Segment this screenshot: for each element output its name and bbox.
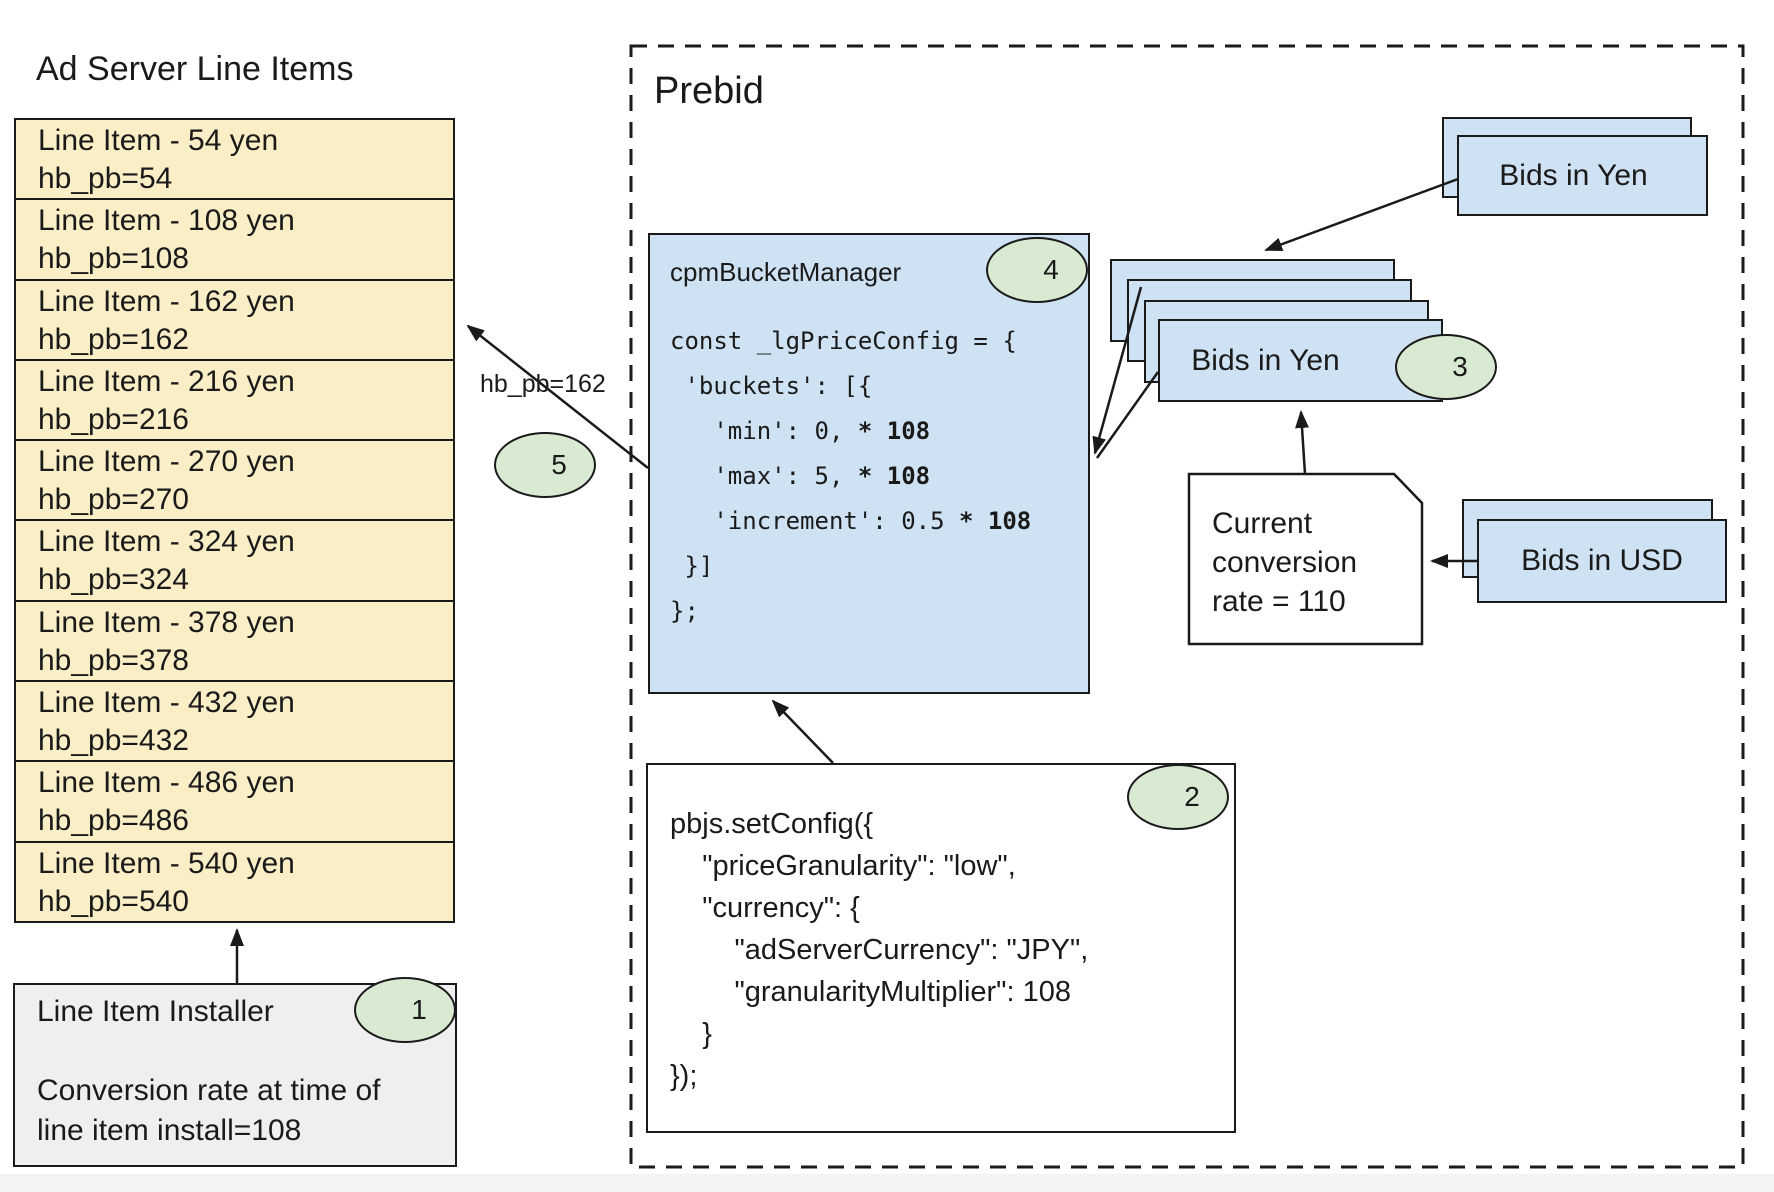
line-item-name: Line Item - 162 yen	[38, 284, 295, 318]
cpm-bucket-manager-box: cpmBucketManager const _lgPriceConfig = …	[648, 233, 1090, 694]
line-item-row: Line Item - 486 yen hb_pb=486	[16, 762, 453, 843]
arrow-incoming-to-stack	[1264, 177, 1459, 252]
bucket-manager-code: const _lgPriceConfig = { 'buckets': [{ '…	[670, 319, 1031, 634]
installer-title: Line Item Installer	[37, 995, 274, 1028]
conversion-note-line: conversion	[1212, 546, 1358, 579]
line-item-row: Line Item - 324 yen hb_pb=324	[16, 521, 453, 602]
bucket-code-line: const _lgPriceConfig = {	[670, 327, 1017, 355]
installer-note-line: Conversion rate at time of	[37, 1074, 381, 1107]
line-item-row: Line Item - 270 yen hb_pb=270	[16, 441, 453, 522]
bucket-code-line: };	[670, 597, 699, 625]
line-item-row: Line Item - 540 yen hb_pb=540	[16, 843, 453, 921]
set-config-code: pbjs.setConfig({ "priceGranularity": "lo…	[670, 803, 1088, 1097]
line-item-hb-pb: hb_pb=54	[38, 162, 173, 195]
incoming-bids-card-front: Bids in Yen	[1457, 135, 1708, 216]
step-badge-1: 1	[354, 977, 456, 1043]
line-item-name: Line Item - 216 yen	[38, 364, 295, 398]
arrow-stack-to-bucket-2	[1095, 371, 1160, 459]
line-item-name: Line Item - 540 yen	[38, 846, 295, 880]
line-item-name: Line Item - 378 yen	[38, 605, 295, 639]
cpm-bucket-manager-label: cpmBucketManager	[670, 257, 902, 287]
arrow-setconfig-to-bucket	[771, 699, 834, 764]
incoming-bids-label: Bids in Yen	[1499, 158, 1648, 192]
conversion-note-line: Current	[1212, 507, 1313, 540]
line-item-row: Line Item - 162 yen hb_pb=162	[16, 281, 453, 361]
prebid-title: Prebid	[654, 70, 764, 112]
line-item-hb-pb: hb_pb=108	[38, 242, 189, 276]
step-badge-4-number: 4	[1043, 254, 1059, 285]
bucket-code-line: }]	[670, 552, 714, 580]
line-item-name: Line Item - 270 yen	[38, 445, 295, 479]
page-bottom-strip	[0, 1174, 1774, 1192]
line-item-name: Line Item - 54 yen	[38, 124, 279, 157]
line-item-name: Line Item - 324 yen	[38, 525, 295, 559]
line-item-row: Line Item - 378 yen hb_pb=378	[16, 602, 453, 683]
line-item-hb-pb: hb_pb=378	[38, 643, 189, 677]
set-config-line: "currency": {	[670, 892, 860, 924]
set-config-line: "granularityMultiplier": 108	[670, 976, 1071, 1008]
line-item-name: Line Item - 486 yen	[38, 766, 295, 800]
step-badge-5: 5	[494, 432, 596, 498]
step-badge-3: 3	[1395, 334, 1497, 400]
set-config-line: });	[670, 1060, 698, 1092]
bucket-code-line: 'buckets': [{	[670, 372, 873, 400]
step-badge-4: 4	[986, 237, 1088, 303]
line-item-hb-pb: hb_pb=540	[38, 884, 189, 918]
line-item-row: Line Item - 432 yen hb_pb=432	[16, 682, 453, 763]
set-config-line: "priceGranularity": "low",	[670, 850, 1016, 882]
line-item-name: Line Item - 108 yen	[38, 204, 295, 238]
installer-note: Conversion rate at time of line item inst…	[37, 1071, 381, 1151]
line-item-hb-pb: hb_pb=162	[38, 322, 189, 356]
conversion-rate-note-text: Current conversion rate = 110	[1212, 504, 1357, 621]
usd-bids-card-front: Bids in USD	[1477, 519, 1727, 603]
arrow-note-to-stack	[1295, 410, 1310, 475]
hb-pb-flow-label: hb_pb=162	[480, 370, 606, 398]
step-badge-2: 2	[1127, 764, 1229, 830]
set-config-line: }	[670, 1018, 712, 1050]
installer-note-line: line item install=108	[37, 1114, 302, 1147]
set-config-line: "adServerCurrency": "JPY",	[670, 934, 1089, 966]
conversion-note-line: rate = 110	[1212, 585, 1346, 618]
line-item-hb-pb: hb_pb=216	[38, 402, 189, 436]
ad-server-line-items-title: Ad Server Line Items	[36, 50, 354, 88]
bucket-code-line: 'min': 0, * 108	[670, 417, 931, 445]
line-item-hb-pb: hb_pb=270	[38, 483, 189, 517]
line-item-row: Line Item - 54 yen hb_pb=54	[16, 120, 453, 201]
step-badge-2-number: 2	[1184, 781, 1200, 812]
line-item-hb-pb: hb_pb=432	[38, 724, 189, 758]
line-item-row: Line Item - 108 yen hb_pb=108	[16, 200, 453, 281]
line-item-hb-pb: hb_pb=324	[38, 563, 189, 597]
bucket-code-line: 'increment': 0.5 * 108	[670, 507, 1032, 535]
step-badge-5-number: 5	[551, 449, 567, 480]
bucket-code-line: 'max': 5, * 108	[670, 462, 931, 490]
usd-bids-label: Bids in USD	[1521, 544, 1683, 577]
step-badge-3-number: 3	[1452, 351, 1468, 382]
line-item-name: Line Item - 432 yen	[38, 686, 295, 720]
step-badge-1-number: 1	[411, 994, 427, 1025]
line-item-hb-pb: hb_pb=486	[38, 804, 189, 838]
line-item-row: Line Item - 216 yen hb_pb=216	[16, 361, 453, 442]
yen-bid-stack-label: Bids in Yen	[1191, 343, 1340, 377]
set-config-line: pbjs.setConfig({	[670, 808, 874, 840]
